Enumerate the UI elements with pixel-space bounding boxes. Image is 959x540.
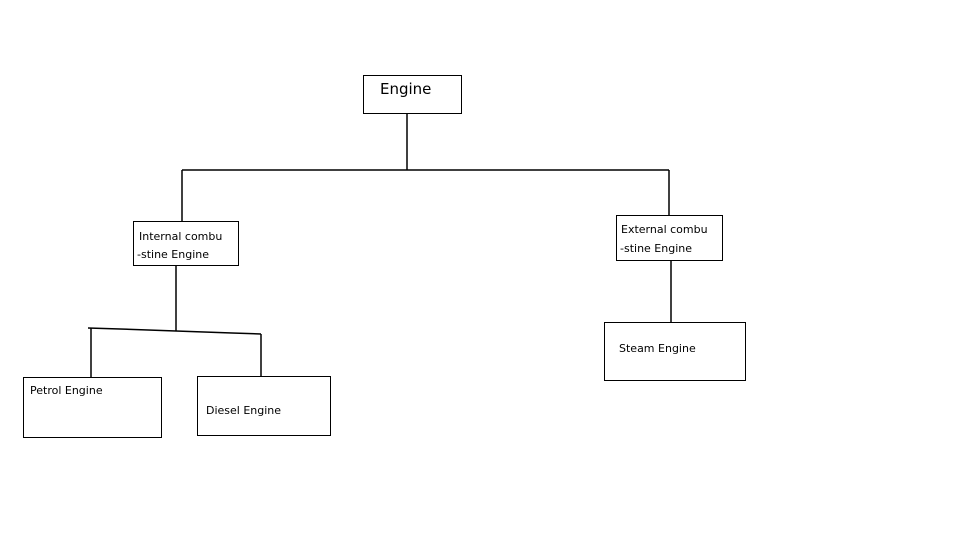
connector-level2-bar	[87, 327, 262, 335]
node-internal-line2: -stine Engine	[137, 248, 210, 261]
node-engine: Engine	[363, 75, 462, 114]
node-external-combustion: External combu -stine Engine	[616, 215, 723, 261]
node-steam-engine: Steam Engine	[604, 322, 746, 381]
node-engine-label: Engine	[380, 80, 432, 98]
node-petrol-engine: Petrol Engine	[23, 377, 162, 438]
node-internal-line1: Internal combu	[139, 230, 223, 243]
node-petrol-label: Petrol Engine	[30, 384, 103, 397]
node-external-line2: -stine Engine	[620, 242, 693, 255]
node-internal-combustion: Internal combu -stine Engine	[133, 221, 239, 266]
node-diesel-engine: Diesel Engine	[197, 376, 331, 436]
node-steam-label: Steam Engine	[619, 342, 696, 355]
node-diesel-label: Diesel Engine	[206, 404, 282, 417]
node-external-line1: External combu	[621, 223, 708, 236]
